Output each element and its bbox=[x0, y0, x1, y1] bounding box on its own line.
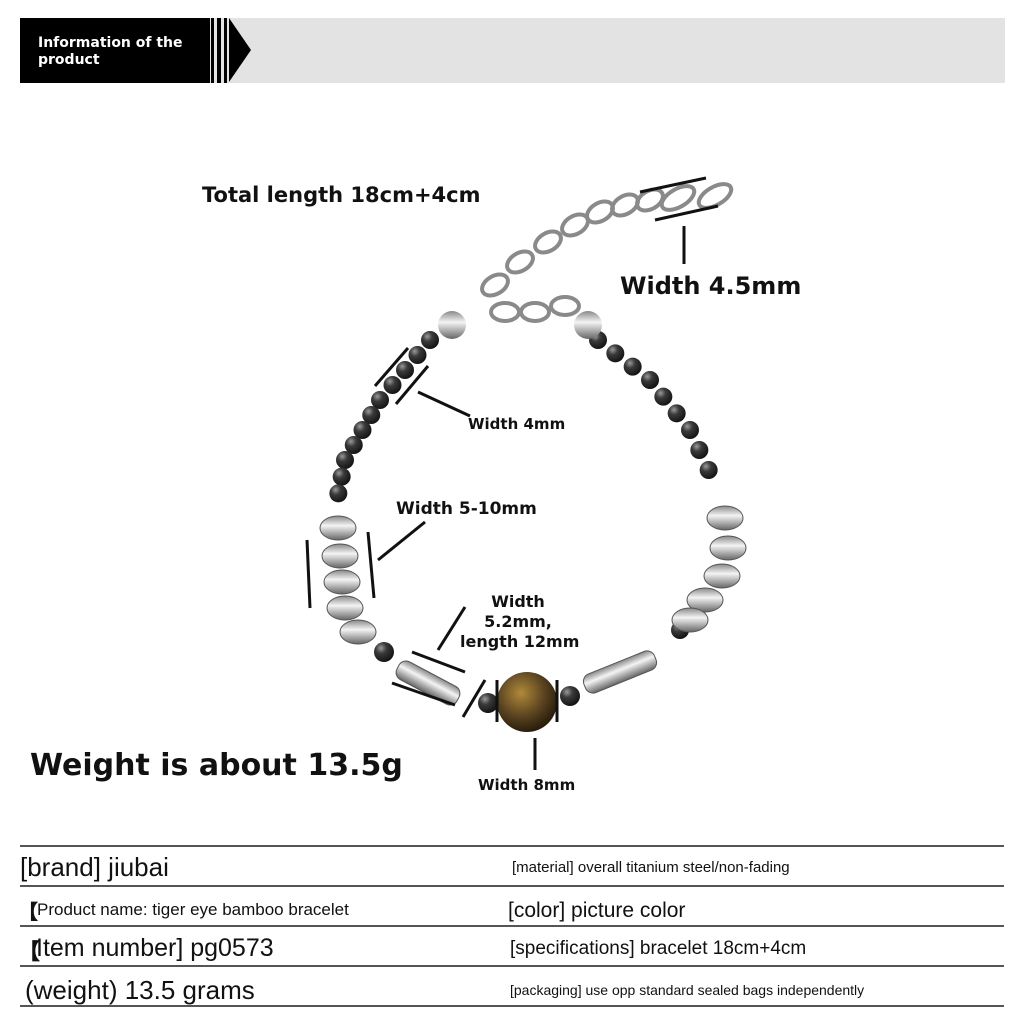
steel-nugget-bead bbox=[339, 619, 377, 645]
hematite-bead bbox=[641, 371, 659, 389]
steel-nugget-bead bbox=[706, 505, 744, 531]
bead-width-label: Width 4mm bbox=[468, 415, 566, 433]
header-arrow-icon bbox=[229, 18, 251, 82]
chain-link bbox=[696, 182, 734, 210]
extension-chain bbox=[480, 182, 734, 323]
header-label-block: Information of the product bbox=[20, 18, 210, 83]
spec-product-name: Product name: tiger eye bamboo bracelet bbox=[37, 900, 349, 919]
bamboo-tube-right bbox=[582, 650, 658, 694]
tiger-eye-bead bbox=[497, 672, 557, 732]
hematite-bead bbox=[681, 421, 699, 439]
chain-link bbox=[489, 301, 521, 323]
hematite-bead bbox=[353, 421, 372, 439]
nugget-width-label: Width 5-10mm bbox=[396, 499, 537, 519]
hematite-bead bbox=[344, 436, 363, 454]
hematite-bead bbox=[478, 693, 498, 713]
hematite-bead bbox=[362, 406, 381, 424]
hematite-bead bbox=[332, 467, 351, 486]
header-stripe bbox=[217, 18, 221, 83]
bamboo-size-label: Width 5.2mm, length 12mm bbox=[460, 592, 580, 652]
bead-strand bbox=[319, 311, 747, 713]
chain-link bbox=[659, 184, 697, 212]
table-divider bbox=[20, 965, 1004, 967]
chain-link bbox=[505, 249, 535, 275]
spec-bracket: 【 bbox=[18, 939, 41, 964]
steel-nugget-bead bbox=[671, 607, 709, 633]
hematite-bead bbox=[329, 484, 348, 503]
hematite-bead bbox=[374, 642, 394, 662]
steel-nugget-bead bbox=[319, 515, 357, 541]
header-stripe bbox=[211, 18, 214, 83]
chain-link bbox=[549, 295, 581, 317]
measurement-lines bbox=[305, 176, 719, 770]
spec-weight: (weight) 13.5 grams bbox=[25, 975, 255, 1005]
hematite-bead bbox=[421, 331, 439, 349]
spec-item-number: Item number] pg0573 bbox=[36, 934, 274, 962]
table-divider bbox=[20, 925, 1004, 927]
hematite-bead bbox=[371, 391, 389, 409]
section-header-banner: Information of the product bbox=[20, 18, 1005, 83]
bamboo-label-line: Width bbox=[491, 592, 545, 611]
hematite-bead bbox=[623, 357, 642, 376]
hematite-bead bbox=[606, 344, 625, 363]
hematite-bead bbox=[690, 441, 709, 459]
hematite-bead bbox=[383, 376, 402, 394]
header-stripe bbox=[224, 18, 227, 83]
hematite-bead bbox=[699, 461, 718, 479]
weight-headline: Weight is about 13.5g bbox=[30, 748, 403, 783]
chain-link bbox=[533, 229, 563, 255]
steel-nugget-bead bbox=[686, 587, 724, 613]
spec-material: [material] overall titanium steel/non-fa… bbox=[512, 859, 790, 876]
hematite-bead bbox=[654, 387, 673, 406]
spec-specifications: [specifications] bracelet 18cm+4cm bbox=[510, 938, 807, 959]
bracelet-illustration bbox=[305, 176, 747, 770]
steel-nugget-bead bbox=[323, 569, 361, 595]
spec-brand: [brand] jiubai bbox=[20, 852, 169, 882]
spec-bracket: 【 bbox=[18, 902, 38, 924]
hematite-bead bbox=[336, 451, 354, 469]
steel-nugget-bead bbox=[703, 563, 741, 589]
steel-nugget-bead bbox=[321, 543, 359, 569]
total-length-label: Total length 18cm+4cm bbox=[202, 183, 481, 207]
hematite-bead bbox=[667, 404, 686, 423]
tiger-eye-width-label: Width 8mm bbox=[478, 776, 576, 794]
chain-link bbox=[519, 301, 551, 323]
hematite-bead bbox=[396, 361, 414, 379]
steel-nugget-bead bbox=[709, 535, 747, 561]
table-divider bbox=[20, 845, 1004, 847]
chain-link bbox=[480, 272, 510, 298]
table-divider bbox=[20, 885, 1004, 887]
bamboo-tube-left bbox=[395, 660, 461, 706]
hematite-bead bbox=[408, 346, 427, 364]
section-title: Information of the product bbox=[38, 35, 183, 68]
hematite-bead bbox=[560, 686, 580, 706]
table-divider bbox=[20, 1005, 1004, 1007]
spec-packaging: [packaging] use opp standard sealed bags… bbox=[510, 982, 865, 998]
bamboo-label-line: 5.2mm, bbox=[484, 612, 552, 631]
chain-width-label: Width 4.5mm bbox=[620, 272, 802, 300]
steel-spacer-bead bbox=[574, 311, 602, 339]
bamboo-label-line: length 12mm bbox=[460, 632, 580, 651]
spec-color: [color] picture color bbox=[508, 899, 686, 922]
steel-nugget-bead bbox=[326, 595, 364, 621]
steel-spacer-bead bbox=[438, 311, 466, 339]
